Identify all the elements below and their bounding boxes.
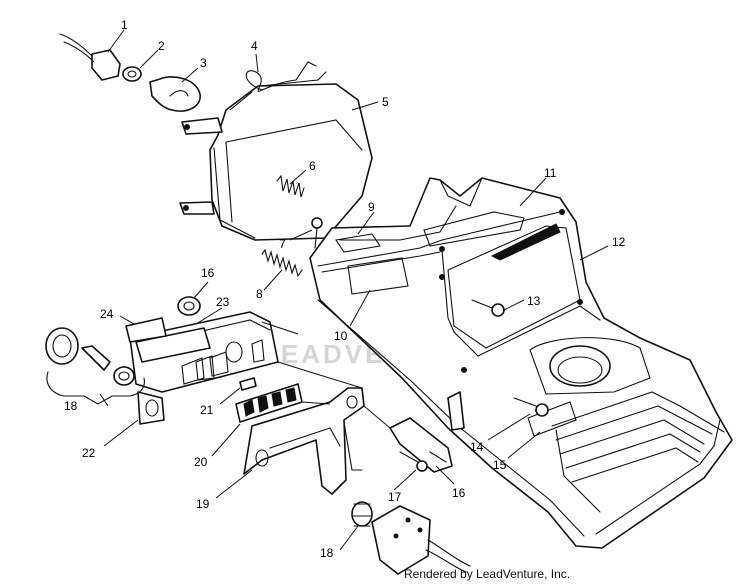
connector-1 [59, 33, 121, 81]
assembly-lines [261, 321, 391, 429]
callout-16-upper: 16 [201, 266, 215, 280]
callout-10: 10 [334, 329, 348, 343]
headlight-housing [179, 71, 373, 241]
bulb-3 [149, 76, 201, 112]
callout-18-left: 18 [64, 399, 78, 413]
callout-20: 20 [194, 455, 208, 469]
callout-7: 7 [279, 237, 286, 251]
decal-24 [125, 317, 167, 343]
callout-2: 2 [158, 39, 165, 53]
screw-7 [311, 217, 323, 249]
credit-text: Rendered by LeadVenture, Inc. [404, 567, 571, 581]
ignition-switch-lower [351, 501, 471, 575]
callout-12: 12 [612, 235, 626, 249]
spring-8 [261, 248, 303, 278]
screw-14 [513, 397, 549, 417]
callout-8: 8 [256, 287, 263, 301]
callout-4: 4 [251, 39, 258, 53]
callout-22: 22 [82, 446, 96, 460]
switch-panel [129, 311, 279, 425]
callout-24: 24 [100, 307, 114, 321]
ignition-switch-left [45, 327, 135, 386]
decal-23 [135, 327, 211, 363]
wire-4 [245, 61, 317, 92]
fuse-21 [239, 377, 257, 391]
callout-16-lower: 16 [452, 486, 466, 500]
grommet-16-upper [177, 296, 201, 316]
callout-18-brace [46, 371, 145, 405]
callout-labels: 1 2 3 4 5 6 7 8 9 10 11 12 13 14 15 16 1… [64, 18, 626, 560]
callout-13: 13 [527, 294, 541, 308]
screw-17 [399, 451, 428, 472]
callout-3: 3 [200, 56, 207, 70]
callout-23: 23 [216, 295, 230, 309]
callout-21: 21 [200, 403, 214, 417]
switch-16-lower [389, 417, 453, 473]
socket-2 [122, 66, 142, 82]
callout-14: 14 [470, 440, 484, 454]
callout-11: 11 [544, 166, 557, 180]
mounting-bracket [243, 387, 365, 495]
callout-1: 1 [121, 18, 128, 32]
callout-9: 9 [368, 200, 375, 214]
callout-17: 17 [388, 490, 402, 504]
callout-19: 19 [196, 497, 210, 511]
callout-18-lower: 18 [320, 546, 334, 560]
callout-5: 5 [382, 95, 389, 109]
hood-console [309, 177, 733, 549]
callout-15: 15 [493, 458, 507, 472]
callout-6: 6 [309, 159, 316, 173]
spring-6 [276, 174, 305, 198]
leader-lines [99, 29, 609, 551]
